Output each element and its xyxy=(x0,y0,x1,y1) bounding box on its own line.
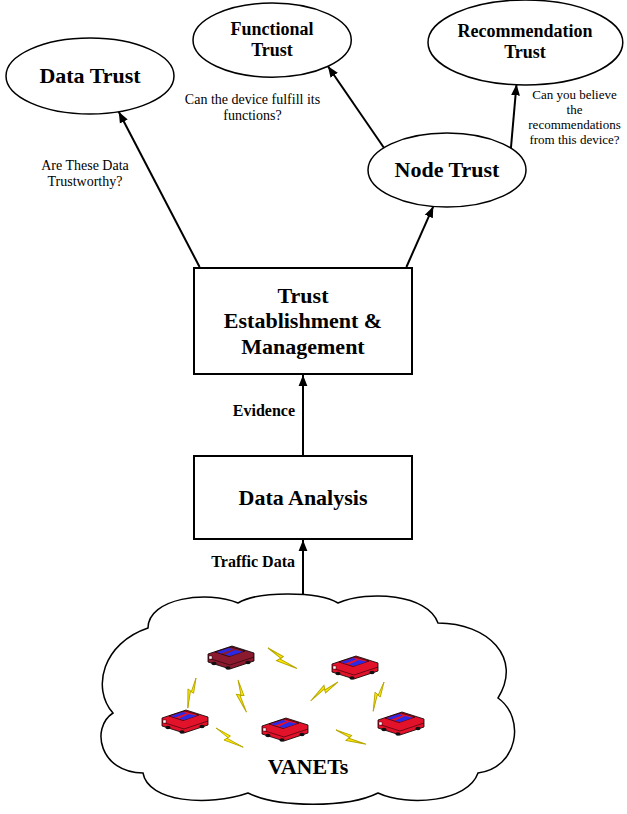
connector-arrow xyxy=(511,84,517,148)
edge-label: Can the device fulfill its functions? xyxy=(175,92,330,124)
node-label: Data Analysis xyxy=(239,485,368,510)
edge-label: Traffic Data xyxy=(180,553,295,571)
node-label: Data Trust xyxy=(39,63,140,88)
trust-ellipse: Functional Trust xyxy=(192,2,352,78)
trust-ellipse: Data Trust xyxy=(5,37,175,115)
car-icon xyxy=(162,710,208,734)
car-icon xyxy=(378,712,424,736)
trust-ellipse: Node Trust xyxy=(367,132,527,208)
wireless-link xyxy=(268,648,297,668)
ellipse-shape xyxy=(368,133,526,207)
car-icon xyxy=(208,646,254,670)
wireless-link xyxy=(311,675,338,707)
trust-ellipse: Recommendation Trust xyxy=(427,0,624,85)
car-icon xyxy=(332,656,378,680)
connector-arrow xyxy=(302,375,304,455)
edge-label: Are These Data Trustworthy? xyxy=(30,158,140,190)
process-box: Data Analysis xyxy=(193,455,413,540)
node-label: Recommendation Trust xyxy=(450,21,600,62)
network-cloud: VANETs xyxy=(88,588,528,810)
connector-arrow xyxy=(406,206,433,267)
connector-arrow xyxy=(119,112,200,267)
cloud-shape xyxy=(101,594,515,804)
wireless-link xyxy=(367,682,391,711)
connector-arrow xyxy=(328,66,384,148)
connector-arrow xyxy=(302,540,304,594)
node-label: Node Trust xyxy=(395,157,500,182)
wireless-link xyxy=(216,728,243,747)
edge-label: Evidence xyxy=(180,402,295,420)
wireless-link xyxy=(179,678,205,708)
process-box: Trust Establishment & Management xyxy=(193,267,413,375)
node-label: VANETs xyxy=(268,754,349,779)
ellipse-shape xyxy=(428,0,623,84)
edge-label: Can you believe the recommendations from… xyxy=(526,88,623,148)
car-icon xyxy=(262,718,308,742)
ellipse-shape xyxy=(6,38,174,114)
wireless-link xyxy=(226,680,259,712)
node-label: Trust Establishment & Management xyxy=(216,283,391,359)
wireless-link xyxy=(336,725,366,749)
ellipse-shape xyxy=(193,3,351,77)
node-label: Functional Trust xyxy=(217,19,327,60)
